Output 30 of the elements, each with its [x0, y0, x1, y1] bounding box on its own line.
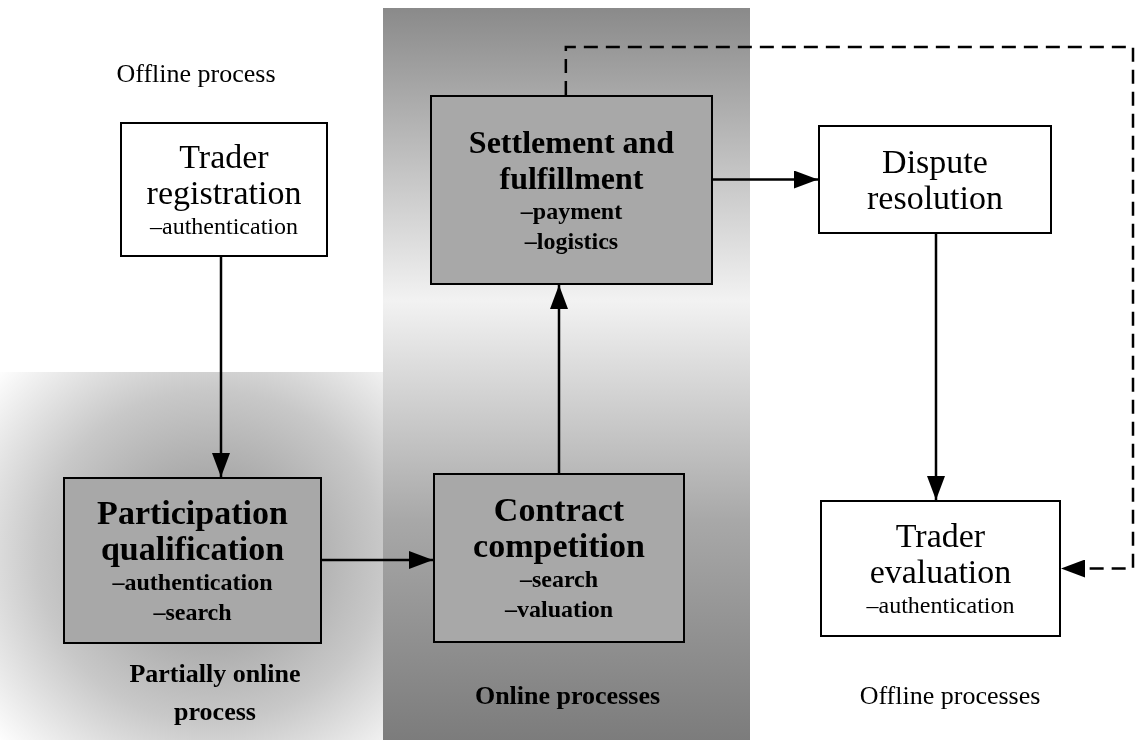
process-box	[820, 500, 1061, 637]
process-detail: –payment	[520, 197, 623, 226]
process-title: Dispute resolution	[866, 143, 1004, 216]
process-detail: –authentication	[112, 567, 273, 597]
process-detail: –authentication	[866, 590, 1015, 620]
arrow	[322, 551, 433, 569]
process-detail: –search	[519, 565, 599, 594]
region-label: Partially online process	[128, 658, 302, 728]
region-label: Offline processes	[858, 680, 1042, 712]
arrow	[212, 257, 230, 477]
process-box	[430, 95, 713, 285]
region-label: Offline process	[115, 58, 277, 90]
process-title: Trader evaluation	[868, 517, 1013, 590]
region-label: Online processes	[473, 680, 662, 712]
process-title: Participation qualification	[96, 494, 289, 567]
process-title: Settlement and fulfillment	[467, 124, 676, 196]
process-detail: –valuation	[505, 595, 613, 624]
process-box	[120, 122, 328, 257]
process-title: Trader registration	[145, 138, 303, 211]
process-detail: –search	[153, 597, 232, 627]
process-detail: –logistics	[524, 227, 619, 256]
process-box	[63, 477, 322, 644]
process-title: Contract competition	[472, 492, 646, 564]
arrow	[550, 285, 568, 473]
arrow	[564, 45, 1135, 578]
arrow	[713, 170, 818, 189]
process-detail: –authentication	[150, 211, 298, 241]
process-box	[818, 125, 1052, 234]
process-box	[433, 473, 685, 643]
arrow	[927, 234, 945, 500]
